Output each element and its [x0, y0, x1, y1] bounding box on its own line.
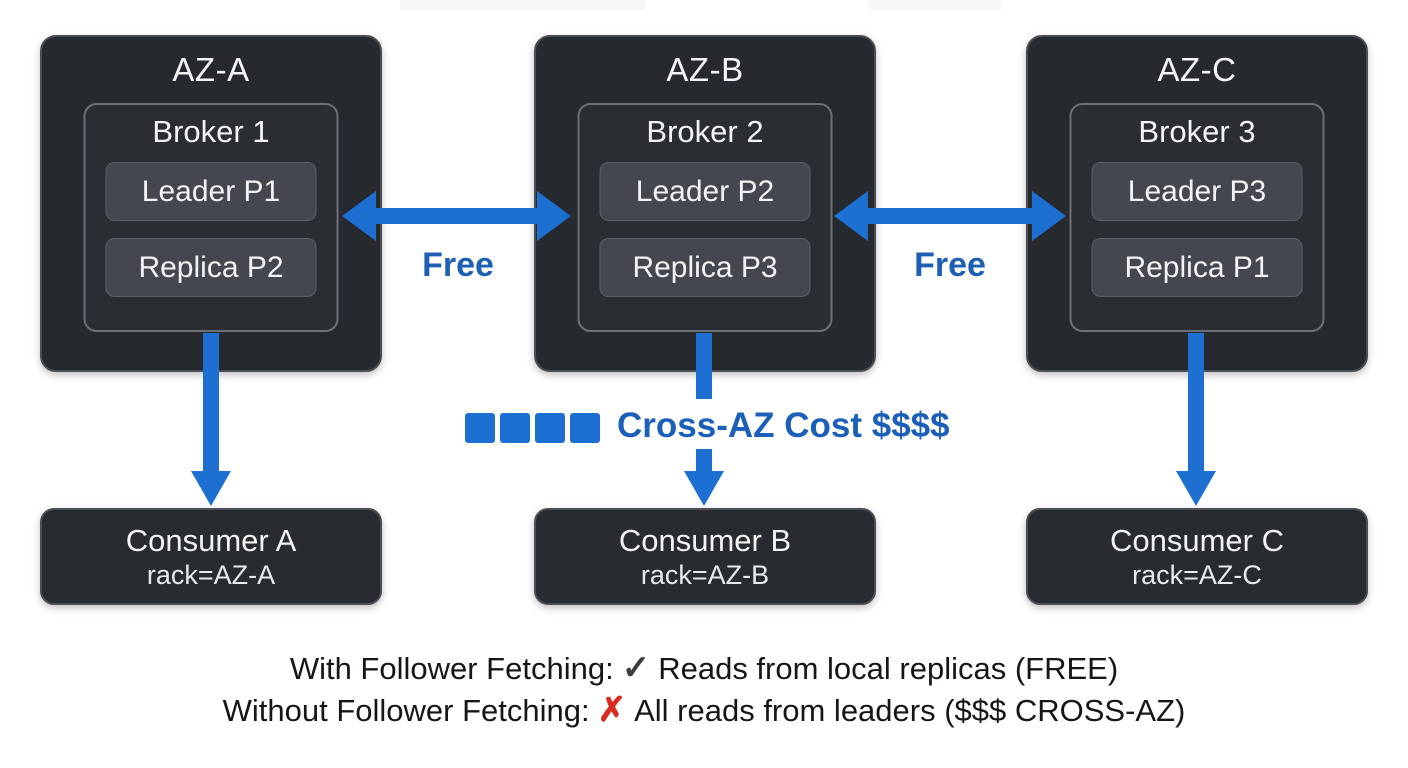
zone-box-az-c: AZ-C Broker 3 Leader P3 Replica P1: [1026, 35, 1368, 372]
down-arrowhead-icon: [191, 471, 231, 506]
cross-az-cost-label: Cross-AZ Cost $$$$: [617, 406, 950, 445]
arrowhead-left-icon: [342, 191, 376, 241]
zone-box-az-b: AZ-B Broker 2 Leader P2 Replica P3: [534, 35, 876, 372]
partition-chip-replica: Replica P2: [105, 238, 317, 297]
consumer-title: Consumer A: [125, 522, 297, 558]
cost-square-icon: [535, 413, 565, 443]
caption-text: All reads from leaders ($$$ CROSS-AZ): [634, 693, 1186, 728]
double-arrow-icon: [342, 191, 571, 241]
cross-az-cost-legend: Cross-AZ Cost $$$$: [465, 406, 950, 448]
arrow-shaft: [372, 208, 541, 224]
partition-chip-leader: Leader P3: [1091, 162, 1303, 221]
free-link-label: Free: [914, 246, 986, 284]
broker-title: Broker 3: [1138, 114, 1256, 149]
arrowhead-right-icon: [1032, 191, 1066, 241]
checkmark-icon: ✓: [621, 649, 651, 687]
down-arrowhead-icon: [1176, 471, 1216, 506]
zone-title: AZ-B: [666, 51, 744, 88]
broker-title: Broker 2: [646, 114, 764, 149]
consumer-title: Consumer C: [1110, 522, 1284, 558]
broker-title: Broker 1: [152, 114, 270, 149]
caption-without-follower-fetching: Without Follower Fetching:✗All reads fro…: [0, 690, 1408, 730]
zone-box-az-a: AZ-A Broker 1 Leader P1 Replica P2: [40, 35, 382, 372]
down-arrow-shaft: [696, 449, 712, 472]
top-residue-bar: [400, 0, 645, 10]
consumer-rack-label: rack=AZ-B: [640, 559, 770, 590]
arrowhead-left-icon: [834, 191, 868, 241]
consumer-box-a: Consumer A rack=AZ-A: [40, 508, 382, 605]
free-link-label: Free: [422, 246, 494, 284]
partition-chip-leader: Leader P1: [105, 162, 317, 221]
cost-square-icon: [500, 413, 530, 443]
broker-box-1: Broker 1 Leader P1 Replica P2: [83, 103, 339, 332]
partition-chip-replica: Replica P1: [1091, 238, 1303, 297]
broker-box-2: Broker 2 Leader P2 Replica P3: [577, 103, 833, 332]
consumer-rack-label: rack=AZ-A: [146, 559, 276, 590]
down-arrow-shaft: [203, 333, 219, 472]
x-mark-icon: ✗: [597, 691, 627, 729]
broker-box-3: Broker 3 Leader P3 Replica P1: [1069, 103, 1325, 332]
partition-chip-leader: Leader P2: [599, 162, 811, 221]
zone-title: AZ-C: [1157, 51, 1237, 88]
partition-chip-replica: Replica P3: [599, 238, 811, 297]
double-arrow-icon: [834, 191, 1066, 241]
arrowhead-right-icon: [537, 191, 571, 241]
arrow-shaft: [864, 208, 1036, 224]
caption-text: Reads from local replicas (FREE): [658, 651, 1119, 686]
caption-with-follower-fetching: With Follower Fetching:✓Reads from local…: [0, 648, 1408, 688]
caption-text: With Follower Fetching:: [289, 651, 614, 686]
down-arrowhead-icon: [684, 471, 724, 506]
consumer-box-b: Consumer B rack=AZ-B: [534, 508, 876, 605]
top-residue-bar: [868, 0, 1001, 10]
consumer-box-c: Consumer C rack=AZ-C: [1026, 508, 1368, 605]
consumer-rack-label: rack=AZ-C: [1132, 559, 1262, 590]
consumer-title: Consumer B: [618, 522, 792, 558]
zone-title: AZ-A: [172, 51, 250, 88]
cost-square-icon: [465, 413, 495, 443]
down-arrow-shaft: [696, 333, 712, 399]
caption-text: Without Follower Fetching:: [222, 693, 590, 728]
down-arrow-shaft: [1188, 333, 1204, 472]
cost-square-icon: [570, 413, 600, 443]
